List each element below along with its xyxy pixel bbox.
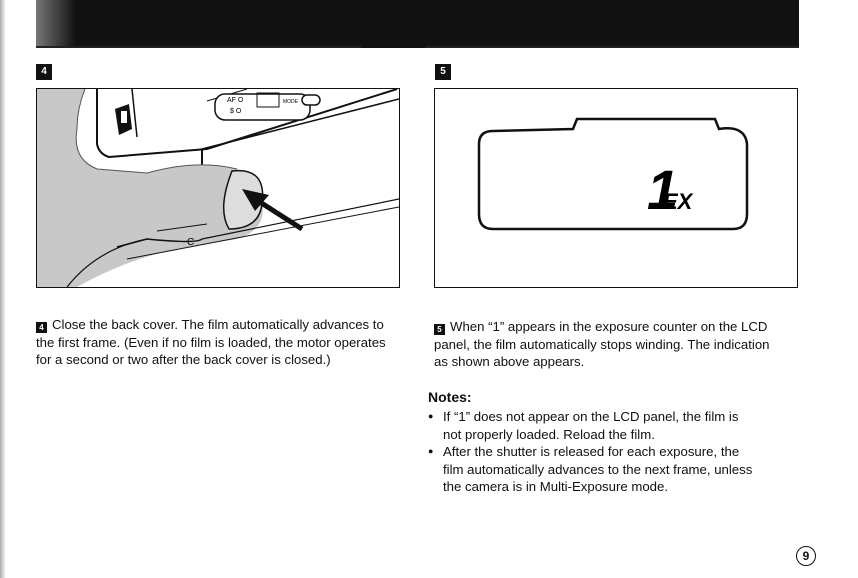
camera-hand-drawing: AF O $ O MODE C <box>37 89 399 287</box>
header-bar <box>36 0 799 48</box>
notes-title: Notes: <box>428 389 472 405</box>
header-bar-fade <box>36 0 76 48</box>
header-rule-right <box>425 46 799 48</box>
page-number: 9 <box>796 546 816 566</box>
step-4-text: Close the back cover. The film automatic… <box>36 317 386 367</box>
lcd-drawing: 1 EX <box>477 117 749 231</box>
illustration-close-back-cover: AF O $ O MODE C <box>36 88 400 288</box>
camera-label-af: AF O <box>227 97 244 104</box>
note-item: After the shutter is released for each e… <box>428 443 758 496</box>
step-5-text: When “1” appears in the exposure counter… <box>434 319 770 369</box>
lcd-ex: EX <box>663 189 694 214</box>
step-badge-4: 4 <box>36 64 52 80</box>
note-item: If “1” does not appear on the LCD panel,… <box>428 408 758 443</box>
scan-edge <box>0 0 6 578</box>
lcd-digit: 1 <box>647 158 678 221</box>
illustration-lcd-panel: 1 EX <box>434 88 798 288</box>
header-rule-left <box>36 46 361 48</box>
notes-list: If “1” does not appear on the LCD panel,… <box>428 408 758 496</box>
camera-label-s: $ O <box>230 108 242 115</box>
door-mark: C <box>187 237 194 248</box>
step-4-marker: 4 <box>36 322 47 333</box>
step-5-marker: 5 <box>434 324 445 335</box>
camera-label-mode: MODE <box>283 99 299 105</box>
step-badge-5: 5 <box>435 64 451 80</box>
